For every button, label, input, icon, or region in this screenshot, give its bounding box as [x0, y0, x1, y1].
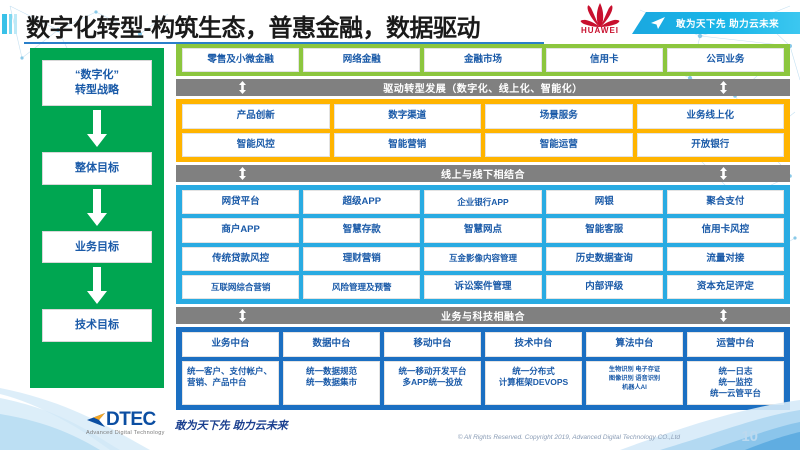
- online-offline-cell-1-3[interactable]: 智能客服: [545, 218, 663, 243]
- transformation-cell-0-3[interactable]: 业务线上化: [636, 104, 784, 129]
- connector-bar-1-label: 驱动转型发展（数字化、线上化、智能化）: [383, 84, 583, 96]
- architecture-stack: 零售及小微金融网络金融金融市场信用卡公司业务 驱动转型发展（数字化、线上化、智能…: [176, 44, 790, 410]
- business-lines-band: 零售及小微金融网络金融金融市场信用卡公司业务: [176, 44, 790, 77]
- transformation-cell-0-2[interactable]: 场景服务: [485, 104, 633, 129]
- online-offline-cell-1-0[interactable]: 商户APP: [182, 218, 300, 243]
- transformation-cell-1-1[interactable]: 智能营销: [333, 132, 481, 158]
- dtec-logo: DTEC Advanced Digital Technology 敢为天下先 助…: [86, 410, 288, 436]
- dtec-slogan: 敢为天下先 助力云未来: [174, 420, 288, 432]
- online-offline-cell-3-0[interactable]: 互联网综合营销: [182, 275, 300, 300]
- midend-header-4[interactable]: 算法中台: [586, 332, 683, 357]
- page-title: 数字化转型-构筑生态，普惠金融，数据驱动: [26, 15, 481, 42]
- strategy-step-2[interactable]: 业务目标: [42, 230, 152, 264]
- page-number: 10: [741, 428, 758, 445]
- transformation-cell-1-2[interactable]: 智能运营: [485, 132, 633, 158]
- updown-arrow-icon: [239, 309, 246, 323]
- transformation-cell-1-0[interactable]: 智能风控: [182, 132, 330, 158]
- connector-bar-3-label: 业务与科技相融合: [441, 312, 525, 324]
- business-line-cell-4[interactable]: 公司业务: [666, 48, 784, 73]
- updown-arrow-icon: [720, 81, 727, 95]
- online-offline-cell-3-1[interactable]: 风险管理及预警: [303, 275, 421, 300]
- midend-header-2[interactable]: 移动中台: [384, 332, 481, 357]
- business-line-cell-0[interactable]: 零售及小微金融: [182, 48, 300, 73]
- online-offline-cell-0-1[interactable]: 超级APP: [303, 190, 421, 215]
- connector-bar-1: 驱动转型发展（数字化、线上化、智能化）: [176, 79, 790, 97]
- down-arrow-icon: [87, 188, 107, 226]
- online-offline-cell-1-4[interactable]: 信用卡风控: [666, 218, 784, 243]
- updown-arrow-icon: [720, 167, 727, 181]
- midend-body-1[interactable]: 统一数据规范统一数据集市: [283, 360, 380, 405]
- strategy-step-0[interactable]: “数字化” 转型战略: [42, 60, 152, 106]
- transformation-cell-0-1[interactable]: 数字渠道: [333, 104, 481, 129]
- online-offline-cell-0-3[interactable]: 网银: [545, 190, 663, 215]
- online-offline-cell-2-0[interactable]: 传统贷款风控: [182, 246, 300, 272]
- strategy-step-1[interactable]: 整体目标: [42, 151, 152, 185]
- strategy-step-3[interactable]: 技术目标: [42, 309, 152, 343]
- connector-bar-2-label: 线上与线下相结合: [441, 170, 525, 182]
- footer-wave-decoration: [0, 388, 800, 450]
- down-arrow-icon: [87, 267, 107, 305]
- business-line-cell-3[interactable]: 信用卡: [545, 48, 663, 73]
- huawei-logo: HUAWEI: [572, 2, 628, 42]
- strategy-flow-column: “数字化” 转型战略 整体目标 业务目标 技术目标: [30, 48, 164, 388]
- online-offline-cell-0-4[interactable]: 聚合支付: [666, 190, 784, 215]
- copyright-text: © All Rights Reserved. Copyright 2019, A…: [457, 434, 680, 441]
- dtec-wordmark: DTEC: [106, 409, 156, 430]
- paper-plane-icon: [651, 17, 665, 29]
- online-offline-cell-2-2[interactable]: 互金影像内容管理: [424, 246, 542, 272]
- transformation-cell-1-3[interactable]: 开放银行: [636, 132, 784, 158]
- midend-body-0[interactable]: 统一客户、支付帐户、营销、产品中台: [182, 360, 279, 405]
- updown-arrow-icon: [239, 81, 246, 95]
- midend-header-1[interactable]: 数据中台: [283, 332, 380, 357]
- midend-body-2[interactable]: 统一移动开发平台多APP统一投放: [384, 360, 481, 405]
- ribbon-label: 敢为天下先 助力云未来: [676, 19, 780, 30]
- slogan-ribbon: 敢为天下先 助力云未来: [632, 12, 800, 34]
- slide-header: 数字化转型-构筑生态，普惠金融，数据驱动: [0, 4, 800, 44]
- online-offline-cell-3-3[interactable]: 内部评级: [545, 275, 663, 300]
- huawei-wordmark: HUAWEI: [581, 26, 619, 35]
- connector-bar-2: 线上与线下相结合: [176, 165, 790, 183]
- online-offline-cell-0-2[interactable]: 企业银行APP: [424, 190, 542, 215]
- midend-header-3[interactable]: 技术中台: [485, 332, 582, 357]
- updown-arrow-icon: [720, 309, 727, 323]
- dtec-tagline: Advanced Digital Technology: [86, 430, 165, 436]
- midend-band: 业务中台数据中台移动中台技术中台算法中台运营中台统一客户、支付帐户、营销、产品中…: [176, 327, 790, 410]
- down-arrow-icon: [87, 109, 107, 147]
- online-offline-cell-1-2[interactable]: 智慧网点: [424, 218, 542, 243]
- dtec-triangle-icon: [87, 412, 105, 427]
- connector-bar-3: 业务与科技相融合: [176, 307, 790, 325]
- updown-arrow-icon: [239, 167, 246, 181]
- online-offline-cell-0-0[interactable]: 网贷平台: [182, 190, 300, 215]
- online-offline-cell-1-1[interactable]: 智慧存款: [303, 218, 421, 243]
- online-offline-cell-2-1[interactable]: 理财营销: [303, 246, 421, 272]
- transformation-band: 产品创新数字渠道场景服务业务线上化智能风控智能营销智能运营开放银行: [176, 99, 790, 163]
- strategy-step-0-line1: “数字化”: [75, 69, 119, 81]
- online-offline-cell-2-4[interactable]: 流量对接: [666, 246, 784, 272]
- online-offline-cell-3-4[interactable]: 资本充足评定: [666, 275, 784, 300]
- transformation-cell-0-0[interactable]: 产品创新: [182, 104, 330, 129]
- title-underline: [24, 42, 544, 44]
- midend-body-5[interactable]: 统一日志统一监控统一云管平台: [687, 360, 784, 405]
- strategy-step-0-line2: 转型战略: [75, 83, 119, 96]
- online-offline-cell-3-2[interactable]: 诉讼案件管理: [424, 275, 542, 300]
- business-line-cell-1[interactable]: 网络金融: [303, 48, 421, 73]
- midend-body-3[interactable]: 统一分布式计算框架DEVOPS: [485, 360, 582, 405]
- title-accent-bars-icon: [2, 14, 17, 34]
- midend-body-4[interactable]: 生物识别 电子存证图像识别 语音识别机器人AI: [586, 360, 683, 405]
- midend-header-0[interactable]: 业务中台: [182, 332, 279, 357]
- business-line-cell-2[interactable]: 金融市场: [424, 48, 542, 73]
- midend-header-5[interactable]: 运营中台: [687, 332, 784, 357]
- online-offline-cell-2-3[interactable]: 历史数据查询: [545, 246, 663, 272]
- huawei-flower-icon: [580, 3, 620, 28]
